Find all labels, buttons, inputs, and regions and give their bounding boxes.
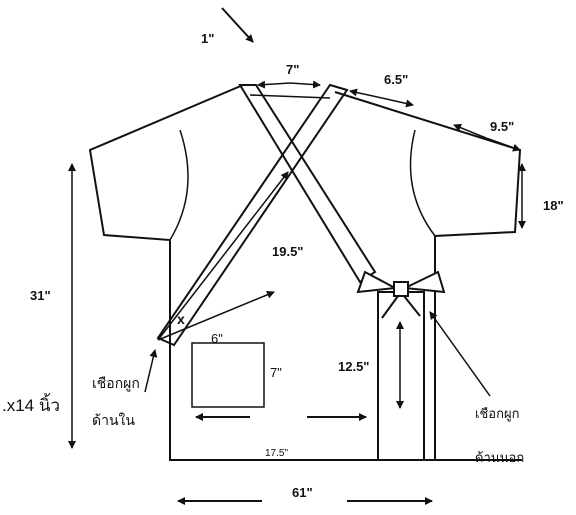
x-mark-label: x: [177, 311, 185, 327]
outer-tie-panel: [377, 291, 425, 461]
pocket-height-label: 7": [270, 365, 282, 380]
neckband-strips: [156, 83, 377, 347]
total-width-label: 61": [292, 485, 313, 500]
inner-tie-label-line2: ด้านใน: [92, 412, 135, 429]
garment-outline: [88, 84, 522, 461]
measurement-labels: 1" 7" 6.5" 9.5" 18" 19.5" 31" x 6" 7" 12…: [2, 31, 564, 500]
inner-tie-label-line1: เชือกผูก: [92, 376, 140, 392]
tie-height-label: 12.5": [338, 359, 369, 374]
left-note-label: .x14 นิ้ว: [2, 393, 60, 415]
body-length-label: 31": [30, 288, 51, 303]
sleeve-length-label: 9.5": [490, 119, 514, 134]
sleeve-depth-label: 18": [543, 198, 564, 213]
hem-width-label: 17.5": [265, 448, 288, 459]
dimension-arrows: [68, 7, 526, 505]
tie-annotations: เชือกผูก ด้านใน เชือกผูก ด้านนอก: [92, 376, 524, 466]
neck-width-label: 7": [286, 62, 299, 77]
pocket-width-label: 6": [211, 331, 223, 346]
bow: [356, 270, 446, 319]
outer-tie-label-line2: ด้านนอก: [475, 451, 524, 466]
top-note-label: 1": [201, 31, 214, 46]
diagonal-length-label: 19.5": [272, 244, 303, 259]
outer-tie-label-line1: เชือกผูก: [475, 406, 519, 422]
pocket: [191, 342, 265, 408]
shoulder-length-label: 6.5": [384, 72, 408, 87]
